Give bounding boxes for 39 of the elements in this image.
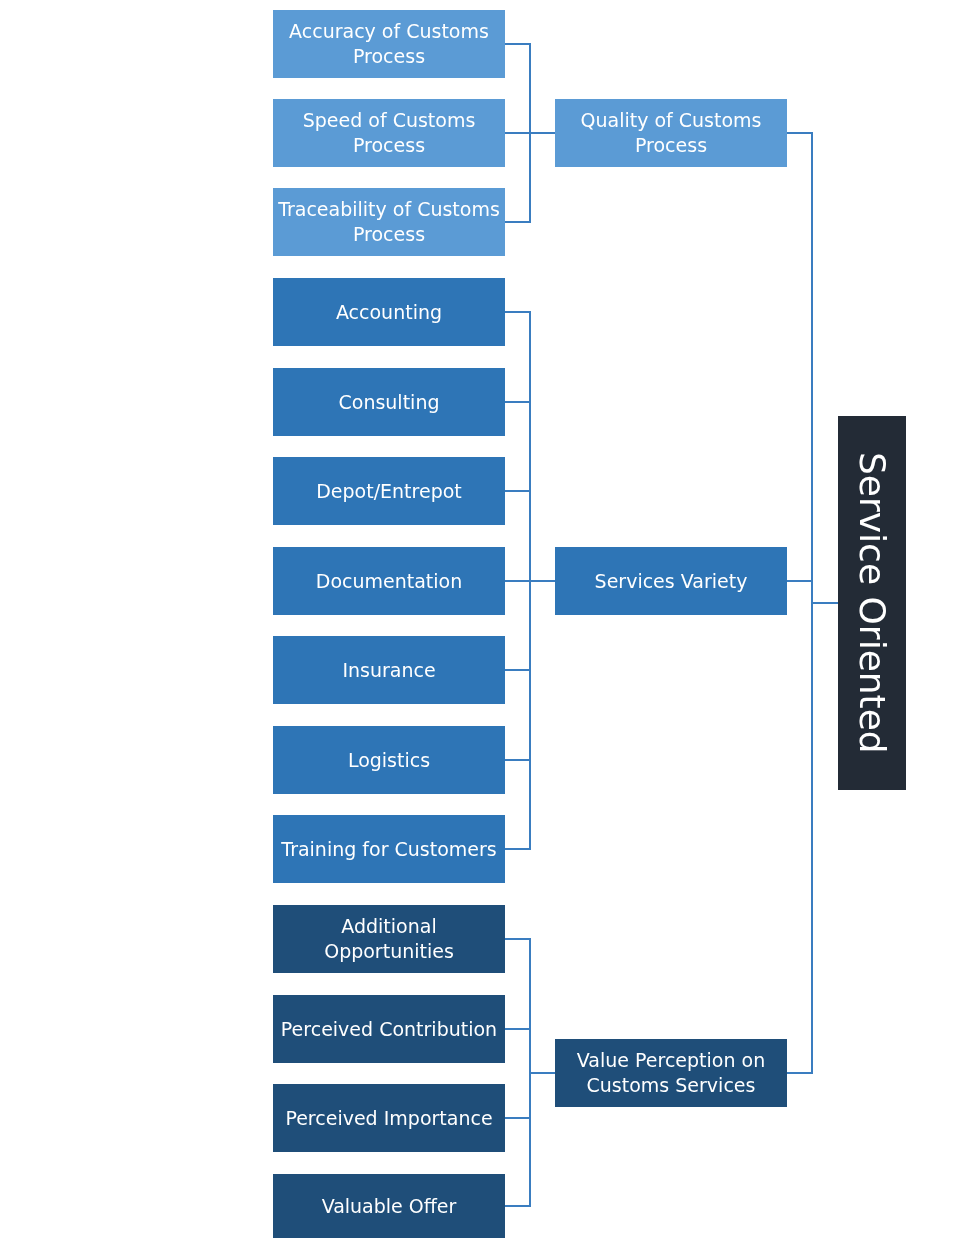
category-box <box>273 368 505 436</box>
category-box <box>555 99 787 167</box>
category-box <box>273 188 505 256</box>
box-label: Perceived Importance <box>285 1105 493 1131</box>
box-label: Documentation <box>315 568 463 594</box>
box-label: Logistics <box>347 747 431 773</box>
box-label: Depot/Entrepot <box>316 478 462 504</box>
box-label: Training for Customers <box>281 836 497 862</box>
category-box <box>555 1039 787 1107</box>
category-box <box>273 99 505 167</box>
connector-line <box>504 580 556 850</box>
connector-line <box>504 132 556 223</box>
connector-line <box>504 1072 556 1207</box>
box-label: Accounting <box>335 299 443 325</box>
category-box <box>555 547 787 615</box>
box-label: Traceability of Customs Process <box>277 197 501 247</box>
box-label: Service Oriented <box>851 452 895 754</box>
category-box <box>273 995 505 1063</box>
box-label: Speed of Customs Process <box>301 108 477 158</box>
category-box <box>273 1174 505 1238</box>
category-box <box>273 457 505 525</box>
box-label: Additional Opportunities <box>323 914 455 964</box>
category-box <box>273 547 505 615</box>
box-label: Value Perception on Customs Services <box>575 1048 767 1098</box>
box-label: Valuable Offer <box>321 1193 457 1219</box>
root-box <box>838 416 906 790</box>
box-label: Services Variety <box>594 568 748 594</box>
category-box <box>273 905 505 973</box>
box-label: Consulting <box>338 389 440 415</box>
category-box <box>273 1084 505 1152</box>
box-label: Accuracy of Customs Process <box>288 19 490 69</box>
category-box <box>273 10 505 78</box>
box-label: Insurance <box>342 657 436 683</box>
category-box <box>273 815 505 883</box>
category-box <box>273 636 505 704</box>
category-box <box>273 726 505 794</box>
box-label: Perceived Contribution <box>280 1016 498 1042</box>
category-box <box>273 278 505 346</box>
box-label: Quality of Customs Process <box>579 108 763 158</box>
